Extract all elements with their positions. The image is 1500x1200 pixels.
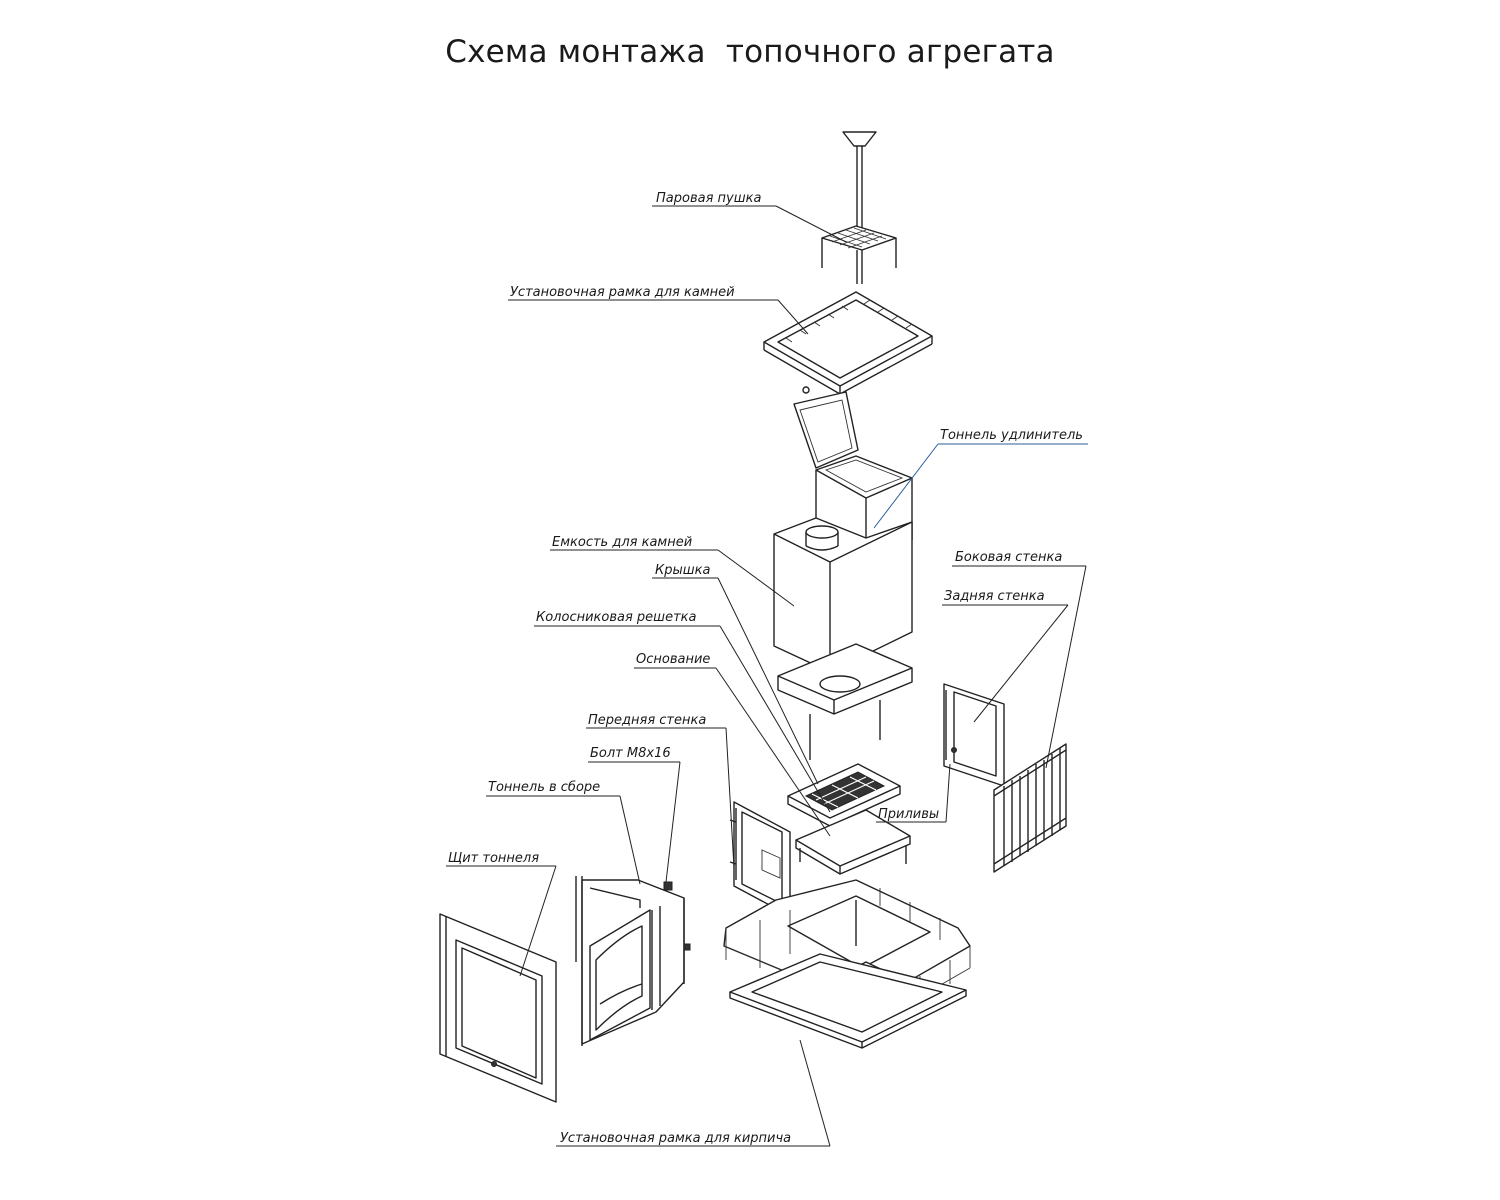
label-tunnel-extender: Тоннель удлинитель	[940, 428, 1083, 443]
stone-container-part	[773, 517, 913, 673]
label-base: Основание	[636, 652, 710, 667]
brick-frame-part	[729, 953, 967, 1049]
label-steam-gun: Паровая пушка	[656, 191, 761, 206]
lid-part	[777, 643, 913, 760]
steam-gun-part	[821, 131, 897, 284]
label-side-wall: Боковая стенка	[955, 550, 1062, 565]
tunnel-assembly-part	[575, 876, 691, 1046]
part-labels: Паровая пушка Установочная рамка для кам…	[448, 191, 1083, 1146]
label-stone-container: Емкость для камней	[552, 535, 692, 550]
label-back-wall: Задняя стенка	[944, 589, 1045, 604]
label-lugs: Приливы	[878, 807, 939, 822]
label-brick-frame: Установочная рамка для кирпича	[560, 1131, 791, 1146]
label-bolt: Болт М8х16	[590, 746, 671, 761]
leader-lines	[446, 205, 1088, 1147]
label-tunnel-shield: Щит тоннеля	[448, 851, 539, 866]
label-grate: Колосниковая решетка	[536, 610, 696, 625]
grate-part	[787, 763, 901, 827]
diagram-title: Схема монтажа топочного агрегата	[445, 34, 1055, 70]
label-lid: Крышка	[655, 563, 710, 578]
label-stone-frame: Установочная рамка для камней	[510, 285, 735, 300]
label-front-wall: Передняя стенка	[588, 713, 706, 728]
tunnel-shield-part	[439, 913, 557, 1103]
base-part	[795, 809, 911, 875]
stone-frame-part	[763, 291, 933, 395]
label-tunnel-assembly: Тоннель в сборе	[488, 780, 600, 795]
back-wall-part	[943, 683, 1005, 787]
side-wall-part	[993, 743, 1067, 873]
